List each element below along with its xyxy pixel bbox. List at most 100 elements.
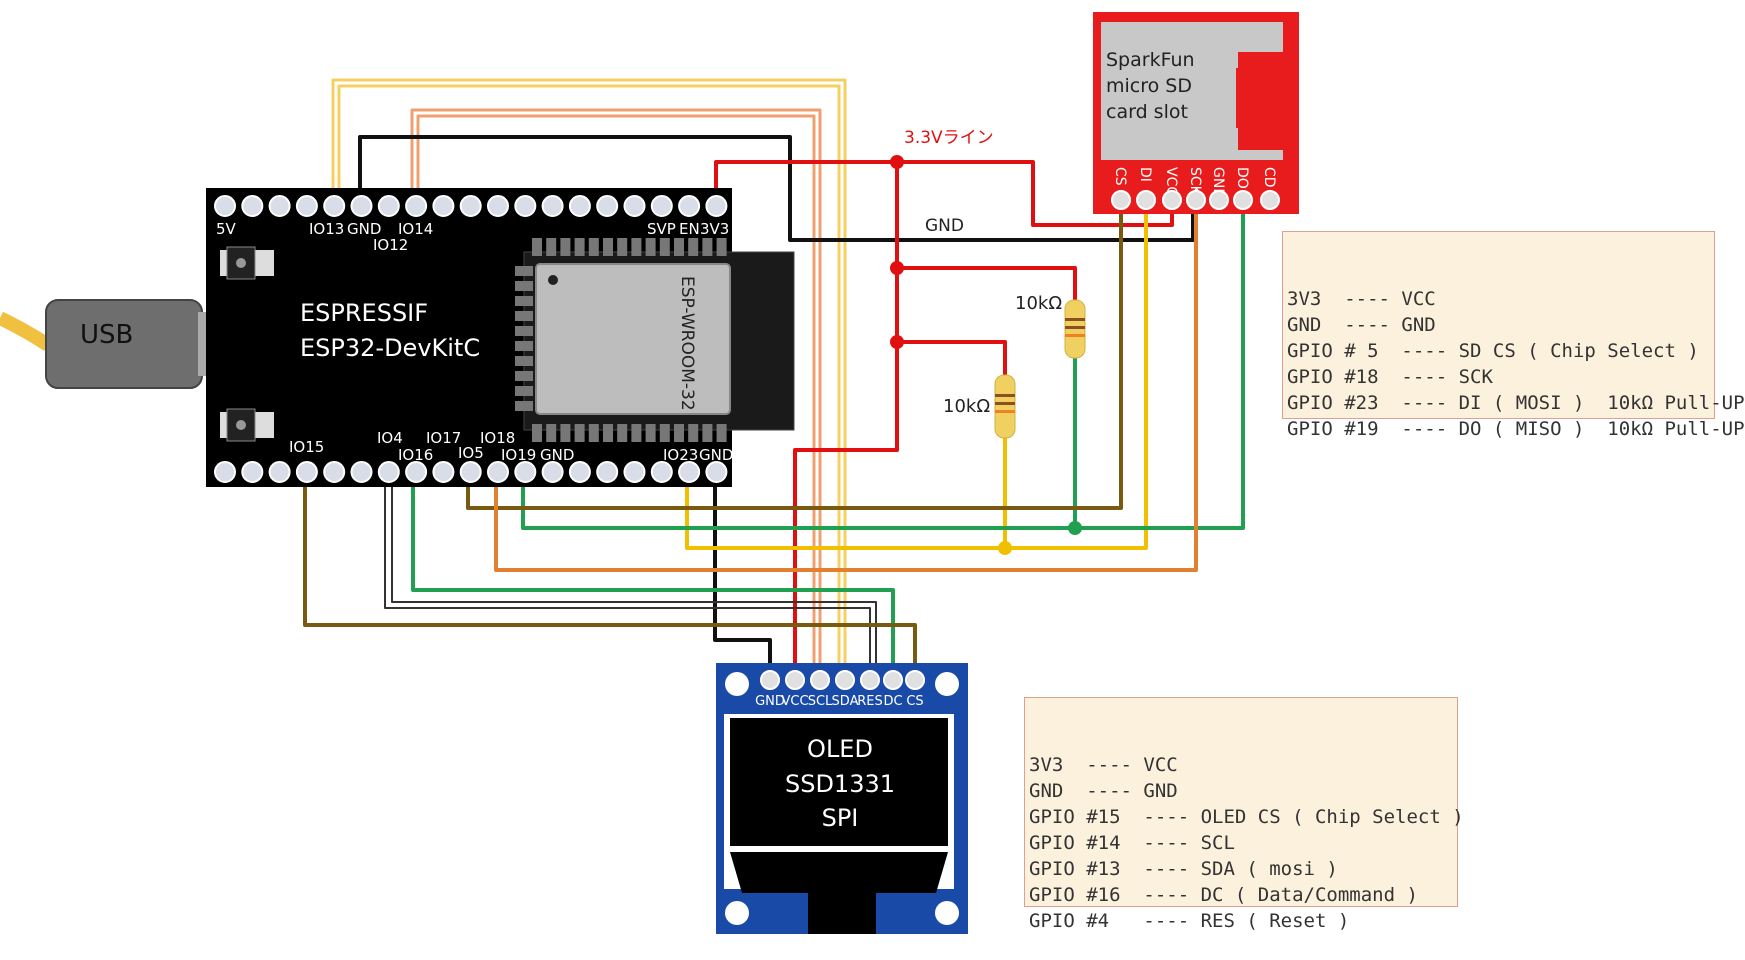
pin-label-io16: IO16 (398, 446, 433, 464)
header-pin (295, 195, 318, 217)
usb-label: USB (80, 320, 133, 350)
sd-pin (1111, 190, 1131, 210)
junction-dot (890, 261, 904, 275)
wire-black-gnd (358, 135, 1195, 242)
oled-pin (785, 670, 805, 690)
module-pad (659, 424, 670, 442)
note-line: GPIO #16 ---- DC ( Data/Command ) (1029, 884, 1418, 906)
note-line: 3V3 ---- VCC (1287, 288, 1436, 310)
pin-label-gnd-bottom: GND (540, 446, 574, 464)
junctions (890, 155, 1082, 555)
module-pad (515, 341, 533, 351)
note-line: GPIO #13 ---- SDA ( mosi ) (1029, 858, 1338, 880)
header-pin (678, 461, 701, 483)
sd-pin-label: SCK (1187, 167, 1203, 196)
oled-title-line-3: SPI (822, 804, 859, 832)
model-label: ESP32-DevKitC (300, 334, 480, 362)
esp32-board: ESP-WROOM-32 ESPRESSIF ESP32-DevKitC 5V … (206, 188, 795, 487)
sd-title-line-3: card slot (1106, 101, 1188, 123)
header-pin (323, 461, 346, 483)
oled-pin (905, 670, 925, 690)
resistor-r2 (994, 374, 1016, 439)
pin-label-io15: IO15 (289, 438, 324, 456)
brand-label: ESPRESSIF (300, 299, 428, 327)
header-pin (705, 195, 728, 217)
bottom-pin-row (214, 461, 728, 483)
header-pin (350, 461, 373, 483)
header-pin (241, 195, 264, 217)
header-pin (214, 195, 236, 217)
oled-pin (883, 670, 903, 690)
module-pad (702, 238, 713, 256)
header-pin (350, 195, 373, 217)
module-pad (716, 424, 727, 442)
header-pin (377, 195, 400, 217)
header-pin (568, 461, 591, 483)
pin-label-io12: IO12 (373, 236, 408, 254)
note-line: GPIO #15 ---- OLED CS ( Chip Select ) (1029, 806, 1464, 828)
wiring-diagram: 3.3Vライン GND 10kΩ 10kΩ USB ESP-WROOM-32 E… (0, 12, 1745, 934)
header-pin (268, 195, 291, 217)
junction-dot (998, 541, 1012, 555)
sd-pin-label: DO (1234, 167, 1250, 189)
module-label: ESP-WROOM-32 (677, 276, 697, 411)
header-pin (650, 195, 673, 217)
header-pin (241, 461, 264, 483)
sd-pin-label: CD (1261, 167, 1277, 188)
module-pad (617, 238, 628, 256)
header-pin (568, 195, 591, 217)
diagram-canvas: 3.3Vライン GND 10kΩ 10kΩ USB ESP-WROOM-32 E… (0, 12, 1299, 934)
pin-label-svp: SVP (647, 220, 676, 238)
sd-pin (1209, 190, 1229, 210)
module-pad (515, 281, 533, 291)
sd-pin-label: VCC (1163, 167, 1179, 196)
oled-pin-label: SDA (832, 694, 859, 709)
wire-red-3v3 (714, 160, 1174, 227)
header-pin (459, 461, 482, 483)
module-pad (659, 238, 670, 256)
pin-label-io14: IO14 (398, 220, 433, 238)
module-pad (674, 424, 684, 442)
oled-title-line-2: SSD1331 (785, 770, 895, 798)
note-line: GND ---- GND (1287, 314, 1436, 336)
header-pin (678, 195, 701, 217)
pin-label-io18: IO18 (480, 429, 515, 447)
module-pad (532, 238, 542, 256)
note-line: GPIO # 5 ---- SD CS ( Chip Select ) (1287, 340, 1699, 362)
module-pad (546, 238, 557, 256)
module-pad (515, 401, 533, 411)
wires (303, 78, 1245, 670)
sd-pin-label: DI (1137, 167, 1153, 182)
pin-label-5v: 5V (216, 220, 237, 238)
junction-dot (1068, 521, 1082, 535)
oled-pin (760, 670, 780, 690)
module-pad (588, 424, 599, 442)
module-pad (631, 238, 642, 256)
pin-label-gnd-bottom2: GND (699, 446, 733, 464)
wire-green-gpio19 (521, 200, 1245, 530)
pin-label-en: EN (679, 220, 700, 238)
module-pad (631, 424, 642, 442)
header-pin (432, 461, 455, 483)
top-pin-row (214, 195, 728, 217)
junction-dot (890, 335, 904, 349)
module-pad (546, 424, 557, 442)
sd-notes-list: 3V3 ---- VCC GND ---- GND GPIO # 5 ---- SD… (1287, 286, 1745, 442)
resistor-r1 (1064, 299, 1086, 359)
oled-pin-label: GND (755, 694, 785, 709)
sd-pin (1186, 190, 1206, 210)
header-pin (487, 461, 509, 483)
oled-title-line-1: OLED (807, 735, 873, 763)
module-pad (515, 371, 533, 381)
module-pad (716, 238, 727, 256)
pin-label-io5: IO5 (458, 444, 484, 462)
header-pin (623, 461, 646, 483)
header-pin (295, 461, 318, 483)
sd-title-line-2: micro SD (1106, 75, 1192, 97)
module-pad (515, 356, 533, 366)
module-pad (688, 424, 699, 442)
oled-pin-label: RES (857, 694, 883, 709)
